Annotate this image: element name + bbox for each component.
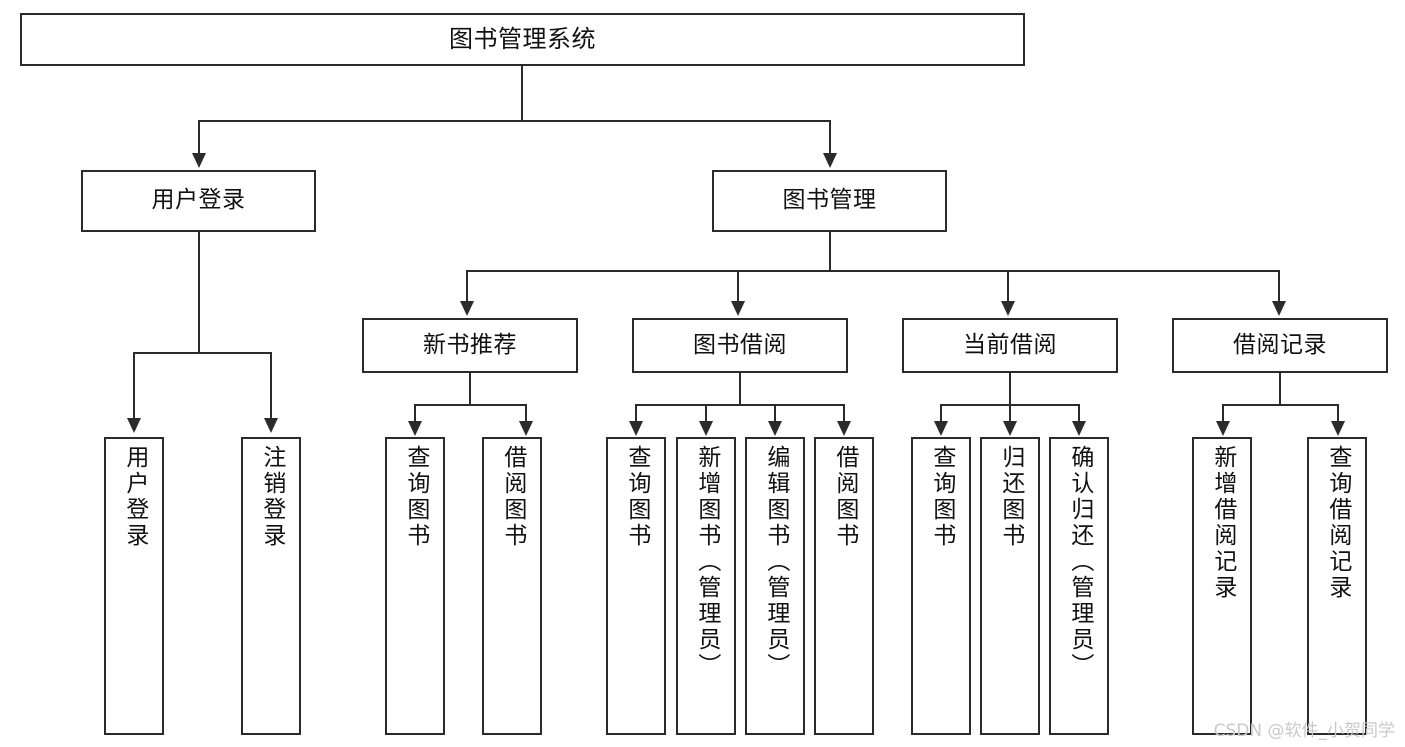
connector-root-stem — [521, 66, 523, 121]
connector-book-manage-to-new-book — [466, 270, 468, 303]
arrowhead-to-user-login — [192, 153, 206, 168]
connector-current-borrow-to-leaf-3 — [1078, 404, 1080, 424]
node-user-login[interactable]: 用户登录 — [81, 170, 316, 232]
connector-borrow-record-to-leaf-2 — [1337, 404, 1339, 424]
connector-new-book-to-leaf-1 — [414, 404, 416, 424]
arrowhead-borrow-record-leaf-2 — [1331, 421, 1345, 436]
node-label: 用户登录 — [121, 445, 148, 549]
arrowhead-to-current — [1001, 301, 1015, 316]
connector-user-login-stem — [198, 232, 200, 353]
node-label: 查询图书 — [623, 445, 650, 549]
leaf-current-borrow-query-books[interactable]: 查询图书 — [911, 437, 971, 735]
node-label: 查询图书 — [402, 445, 429, 549]
connector-book-borrow-stem — [739, 373, 741, 406]
node-label: 当前借阅 — [963, 331, 1057, 358]
connector-book-borrow-to-leaf-1 — [635, 404, 637, 424]
node-label: 借阅图书 — [831, 445, 858, 549]
arrowhead-user-login-leaf-2 — [264, 418, 278, 433]
node-label: 编辑图书（管理员） — [762, 445, 789, 679]
connector-user-login-to-leaf-1 — [133, 352, 135, 420]
arrowhead-borrow-record-leaf-1 — [1216, 421, 1230, 436]
leaf-user-login-logout[interactable]: 注销登录 — [241, 437, 301, 735]
leaf-book-borrow-query-books[interactable]: 查询图书 — [606, 437, 666, 735]
arrowhead-to-borrow — [731, 301, 745, 316]
leaf-book-borrow-borrow-books[interactable]: 借阅图书 — [814, 437, 874, 735]
connector-book-borrow-bus — [635, 404, 844, 406]
connector-current-borrow-stem — [1009, 373, 1011, 406]
connector-borrow-record-to-leaf-1 — [1222, 404, 1224, 424]
node-label: 借阅记录 — [1233, 331, 1327, 358]
arrowhead-to-book-manage — [823, 153, 837, 168]
connector-book-manage-to-current — [1007, 270, 1009, 303]
node-label: 新增借阅记录 — [1209, 445, 1236, 601]
node-label: 新增图书（管理员） — [693, 445, 720, 679]
csdn-watermark: CSDN @软件_小贺同学 — [1213, 721, 1395, 741]
leaf-current-borrow-confirm-return-admin[interactable]: 确认归还（管理员） — [1049, 437, 1109, 735]
connector-root-to-user-login — [198, 120, 200, 155]
connector-book-manage-stem — [829, 232, 831, 272]
node-current-borrow[interactable]: 当前借阅 — [902, 318, 1118, 373]
connector-root-to-book-manage — [829, 120, 831, 155]
node-borrow-record[interactable]: 借阅记录 — [1172, 318, 1388, 373]
node-label: 注销登录 — [258, 445, 285, 549]
leaf-new-book-query-books[interactable]: 查询图书 — [385, 437, 445, 735]
connector-borrow-record-bus — [1222, 404, 1338, 406]
connector-book-manage-bus — [466, 270, 1280, 272]
node-label: 用户登录 — [151, 187, 246, 214]
arrowhead-current-borrow-leaf-3 — [1072, 421, 1086, 436]
connector-new-book-bus — [414, 404, 526, 406]
connector-book-borrow-to-leaf-2 — [705, 404, 707, 424]
leaf-new-book-borrow-books[interactable]: 借阅图书 — [482, 437, 542, 735]
node-label: 图书借阅 — [693, 331, 787, 358]
node-book-management[interactable]: 图书管理 — [712, 170, 947, 232]
arrowhead-current-borrow-leaf-1 — [934, 421, 948, 436]
node-label: 归还图书 — [997, 445, 1024, 549]
leaf-user-login-login[interactable]: 用户登录 — [104, 437, 164, 735]
leaf-book-borrow-add-book-admin[interactable]: 新增图书（管理员） — [676, 437, 736, 735]
connector-root-bus — [198, 120, 830, 122]
connector-book-borrow-to-leaf-4 — [843, 404, 845, 424]
connector-current-borrow-to-leaf-1 — [940, 404, 942, 424]
node-label: 借阅图书 — [499, 445, 526, 549]
arrowhead-user-login-leaf-1 — [127, 418, 141, 433]
arrowhead-book-borrow-leaf-1 — [629, 421, 643, 436]
leaf-current-borrow-return-books[interactable]: 归还图书 — [980, 437, 1040, 735]
node-label: 新书推荐 — [423, 331, 517, 358]
arrowhead-book-borrow-leaf-2 — [699, 421, 713, 436]
node-label: 确认归还（管理员） — [1066, 445, 1093, 679]
arrowhead-to-new-book — [460, 301, 474, 316]
connector-new-book-stem — [469, 373, 471, 406]
node-label: 查询借阅记录 — [1324, 445, 1351, 601]
arrowhead-current-borrow-leaf-2 — [1003, 421, 1017, 436]
node-label: 查询图书 — [928, 445, 955, 549]
connector-book-manage-to-borrow — [737, 270, 739, 303]
arrowhead-new-book-leaf-2 — [519, 421, 533, 436]
node-label: 图书管理系统 — [449, 25, 596, 54]
connector-user-login-to-leaf-2 — [270, 352, 272, 420]
node-label: 图书管理 — [782, 187, 877, 214]
leaf-borrow-record-query-record[interactable]: 查询借阅记录 — [1307, 437, 1367, 735]
node-book-borrow[interactable]: 图书借阅 — [632, 318, 848, 373]
arrowhead-book-borrow-leaf-4 — [837, 421, 851, 436]
connector-current-borrow-to-leaf-2 — [1009, 404, 1011, 424]
leaf-book-borrow-edit-book-admin[interactable]: 编辑图书（管理员） — [745, 437, 805, 735]
connector-book-manage-to-record — [1278, 270, 1280, 303]
connector-borrow-record-stem — [1279, 373, 1281, 406]
connector-new-book-to-leaf-2 — [525, 404, 527, 424]
leaf-borrow-record-add-record[interactable]: 新增借阅记录 — [1192, 437, 1252, 735]
arrowhead-book-borrow-leaf-3 — [768, 421, 782, 436]
connector-book-borrow-to-leaf-3 — [774, 404, 776, 424]
connector-user-login-bus — [133, 352, 270, 354]
node-new-book-recommend[interactable]: 新书推荐 — [362, 318, 578, 373]
arrowhead-to-record — [1272, 301, 1286, 316]
arrowhead-new-book-leaf-1 — [408, 421, 422, 436]
node-root-system[interactable]: 图书管理系统 — [20, 13, 1025, 66]
